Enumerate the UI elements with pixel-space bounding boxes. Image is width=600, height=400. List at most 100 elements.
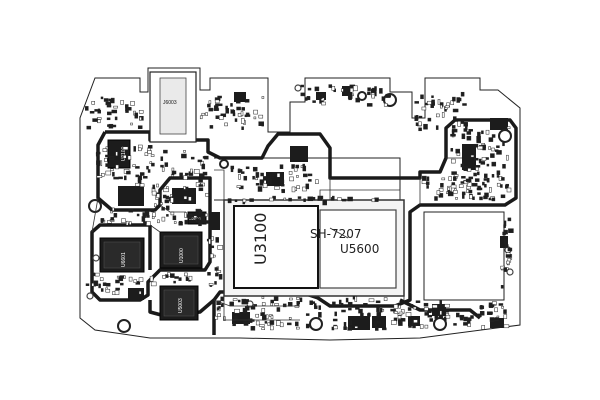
passive-component bbox=[129, 221, 132, 225]
passive-component bbox=[114, 116, 118, 121]
passive-component bbox=[198, 184, 204, 187]
chip-misc bbox=[234, 92, 246, 102]
passive-component bbox=[445, 314, 451, 319]
passive-component bbox=[186, 214, 193, 218]
passive-component bbox=[478, 158, 482, 164]
passive-component bbox=[197, 159, 203, 163]
passive-component bbox=[160, 164, 164, 168]
passive-component bbox=[413, 319, 418, 323]
passive-component bbox=[299, 297, 303, 303]
passive-component bbox=[414, 115, 418, 121]
passive-component bbox=[236, 106, 241, 111]
passive-component bbox=[429, 318, 433, 322]
passive-component bbox=[448, 176, 452, 181]
passive-component bbox=[418, 127, 422, 132]
u5600-label: U5600 bbox=[340, 242, 379, 256]
passive-component bbox=[199, 115, 203, 120]
passive-component bbox=[502, 164, 506, 169]
passive-component bbox=[300, 84, 304, 88]
passive-component bbox=[179, 200, 184, 204]
passive-component bbox=[96, 175, 103, 178]
soc-region: U3100 U5600 SH-7207 bbox=[223, 199, 405, 297]
passive-component bbox=[110, 168, 114, 172]
passive-component bbox=[261, 308, 266, 313]
passive-component bbox=[330, 197, 335, 201]
passive-component bbox=[229, 301, 234, 307]
passive-component bbox=[296, 326, 300, 330]
passive-component bbox=[273, 296, 279, 301]
passive-component bbox=[144, 152, 149, 156]
passive-component bbox=[215, 272, 219, 277]
passive-component bbox=[255, 172, 260, 178]
passive-component bbox=[288, 197, 292, 202]
passive-component bbox=[383, 297, 388, 301]
passive-component bbox=[410, 304, 414, 307]
passive-component bbox=[415, 300, 421, 303]
passive-component bbox=[348, 97, 352, 101]
passive-component bbox=[252, 166, 258, 172]
passive-component bbox=[400, 318, 406, 322]
passive-component bbox=[466, 189, 469, 193]
passive-component bbox=[393, 304, 399, 309]
passive-component bbox=[414, 101, 419, 104]
passive-component bbox=[179, 277, 182, 281]
passive-component bbox=[200, 215, 205, 221]
passive-component bbox=[261, 302, 266, 306]
passive-component bbox=[209, 245, 215, 249]
passive-component bbox=[183, 195, 188, 200]
passive-component bbox=[444, 316, 447, 322]
passive-component bbox=[105, 288, 111, 293]
u1000-label: U1000 bbox=[179, 248, 185, 263]
passive-component bbox=[479, 311, 485, 316]
passive-component bbox=[85, 106, 89, 111]
passive-component bbox=[303, 173, 308, 178]
passive-component bbox=[341, 198, 347, 202]
passive-component bbox=[496, 170, 501, 175]
passive-component bbox=[302, 165, 307, 172]
passive-component bbox=[184, 212, 187, 218]
passive-component bbox=[171, 167, 175, 172]
passive-component bbox=[280, 179, 285, 184]
passive-component bbox=[120, 100, 124, 105]
passive-component bbox=[438, 193, 444, 198]
passive-component bbox=[228, 198, 232, 204]
passive-component bbox=[137, 180, 142, 184]
passive-component bbox=[460, 91, 465, 97]
passive-component bbox=[272, 195, 276, 200]
passive-component bbox=[280, 183, 285, 187]
passive-component bbox=[469, 194, 473, 200]
passive-component bbox=[486, 163, 490, 167]
passive-component bbox=[423, 123, 428, 130]
passive-component bbox=[484, 183, 487, 188]
passive-component bbox=[450, 148, 454, 152]
u5003-label: U5003 bbox=[178, 298, 184, 313]
passive-component bbox=[453, 116, 457, 120]
passive-component bbox=[138, 147, 142, 152]
passive-component bbox=[349, 87, 354, 93]
passive-component bbox=[164, 199, 170, 204]
passive-component bbox=[214, 315, 219, 320]
passive-component bbox=[408, 325, 412, 328]
passive-component bbox=[418, 121, 422, 127]
passive-component bbox=[230, 109, 236, 114]
passive-component bbox=[209, 125, 214, 129]
passive-component bbox=[413, 306, 417, 310]
passive-component bbox=[211, 236, 214, 241]
passive-component bbox=[258, 114, 264, 119]
passive-component bbox=[138, 290, 142, 295]
passive-component bbox=[234, 199, 238, 202]
passive-component bbox=[343, 322, 347, 327]
passive-component bbox=[281, 189, 285, 194]
passive-component bbox=[208, 238, 211, 245]
passive-component bbox=[506, 126, 511, 129]
passive-component bbox=[195, 208, 202, 213]
passive-component bbox=[366, 103, 373, 107]
passive-component bbox=[198, 178, 203, 183]
passive-component bbox=[156, 183, 159, 188]
chip-misc bbox=[348, 316, 370, 330]
passive-component bbox=[190, 168, 193, 174]
passive-component bbox=[397, 315, 402, 319]
passive-component bbox=[473, 143, 479, 148]
passive-component bbox=[407, 307, 412, 311]
